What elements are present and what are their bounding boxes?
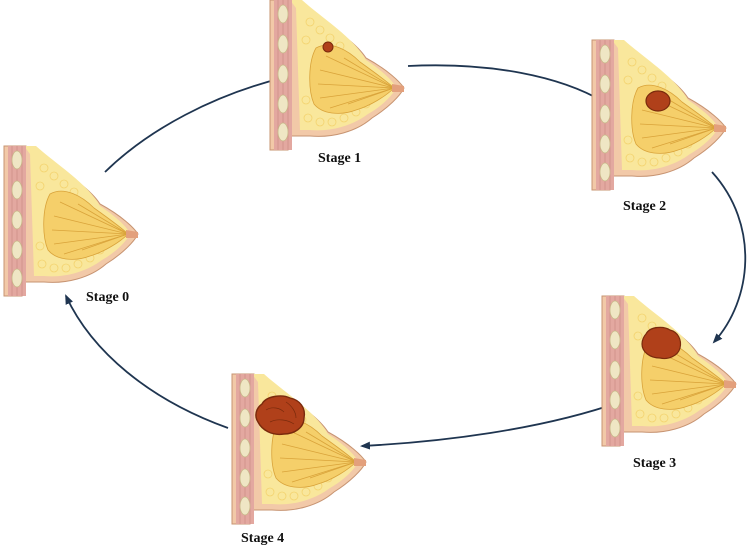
tumor-icon: [322, 41, 334, 53]
breast-cross-section-icon: [601, 295, 737, 447]
stage-label: Stage 2: [623, 199, 666, 214]
stage-0: Stage 0: [3, 145, 139, 305]
tumor-icon: [255, 395, 306, 436]
stage-1: Stage 1: [269, 0, 405, 166]
breast-cross-section-icon: [591, 39, 727, 191]
stage-label: Stage 1: [318, 151, 361, 166]
stage-label: Stage 4: [241, 531, 284, 546]
arrow-stage3-to-stage4: [360, 401, 621, 450]
tumor-icon: [641, 326, 682, 360]
arrow-stage0-to-stage1: [104, 76, 284, 173]
arrow-stage1-to-stage2: [407, 64, 606, 104]
tumor-icon: [645, 90, 671, 112]
arrow-stage2-to-stage3: [711, 171, 747, 344]
stage-3: Stage 3: [601, 295, 737, 471]
stage-4: Stage 4: [231, 373, 367, 546]
stage-label: Stage 3: [633, 456, 676, 471]
breast-cross-section-icon: [231, 373, 367, 525]
arrow-stage4-to-stage0: [65, 294, 229, 429]
breast-cross-section-icon: [269, 0, 405, 151]
stage-label: Stage 0: [86, 290, 129, 305]
stage-2: Stage 2: [591, 39, 727, 214]
breast-cross-section-icon: [3, 145, 139, 297]
